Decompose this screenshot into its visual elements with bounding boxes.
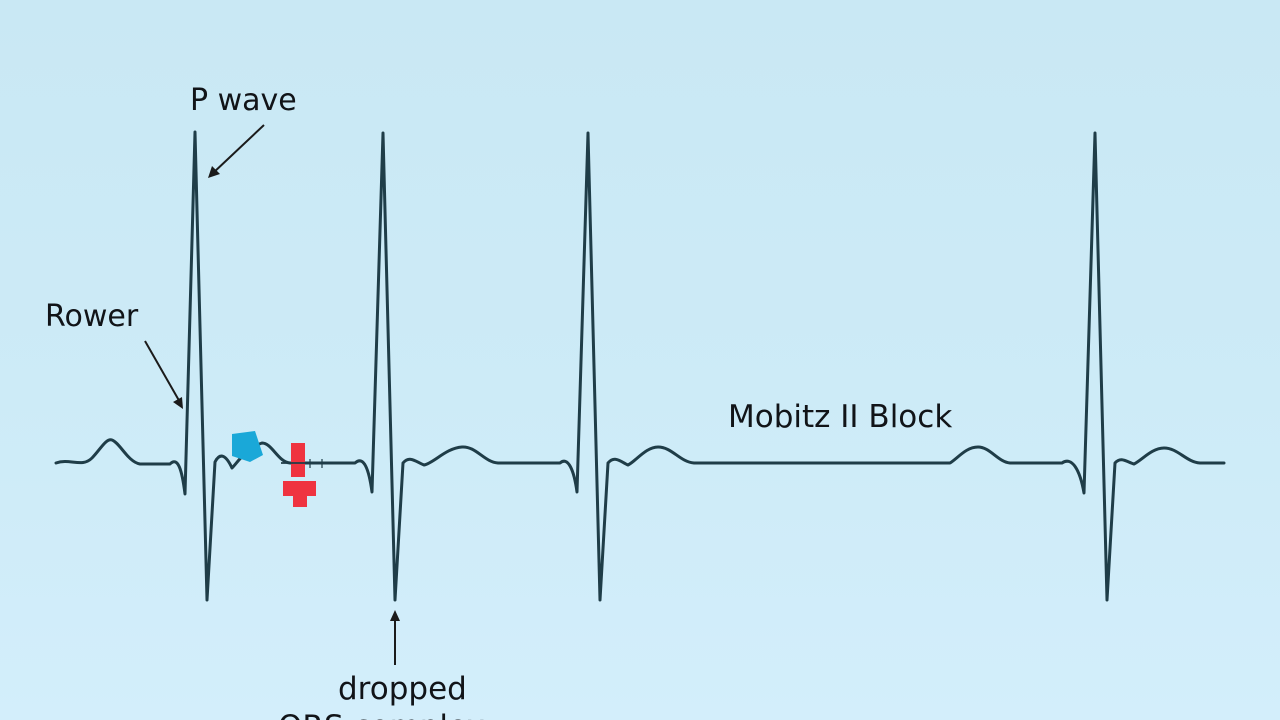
dropped-cutoff-label: QRS complex: [278, 712, 485, 720]
cyan-marker: [232, 431, 263, 462]
red-marker: [281, 443, 333, 507]
dropped-label: dropped: [338, 671, 467, 707]
rower-arrow: [144, 340, 183, 409]
diagram-title: Mobitz II Block: [728, 399, 953, 435]
rower-label: Rower: [45, 299, 139, 334]
ecg-trace: [54, 130, 1226, 602]
dropped-arrow: [390, 610, 400, 665]
p-wave-arrow: [208, 124, 265, 178]
p-wave-label: P wave: [190, 83, 297, 118]
